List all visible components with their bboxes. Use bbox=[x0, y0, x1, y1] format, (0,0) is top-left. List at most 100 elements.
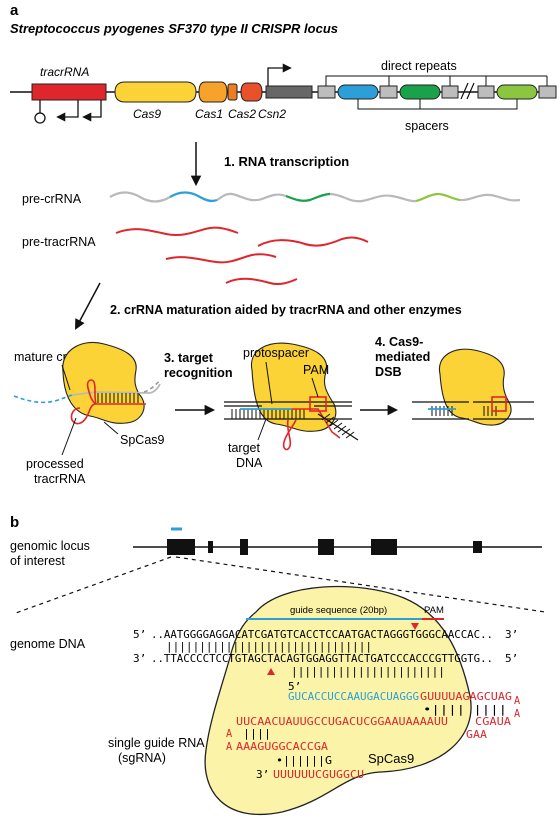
panel-a-letter: a bbox=[10, 2, 19, 19]
mature-crrna-pointer bbox=[61, 364, 71, 391]
stem1-pair-bars: |||| bbox=[243, 729, 271, 740]
sgrna-side-a-1: A bbox=[226, 729, 232, 740]
break-mark bbox=[466, 82, 475, 100]
sgrna-side-a-2: A bbox=[226, 742, 232, 753]
direct-repeat bbox=[379, 85, 398, 99]
promoter-arrow-icon bbox=[56, 100, 79, 122]
pre-crrna-spacer-lime bbox=[415, 192, 461, 203]
step4-label-3: DSB bbox=[375, 365, 402, 379]
zoom-line-left bbox=[12, 556, 172, 615]
processed-label-1: processed bbox=[26, 457, 84, 471]
direct-repeat bbox=[538, 85, 557, 99]
guide-sequence-label: guide sequence (20bp) bbox=[290, 605, 387, 616]
pre-crrna-repeat bbox=[459, 193, 521, 202]
processed-label-2: tracrRNA bbox=[34, 472, 86, 486]
csn2-label: Csn2 bbox=[258, 107, 286, 121]
direct-repeats-bracket bbox=[325, 75, 548, 86]
protospacer-label: protospacer bbox=[243, 346, 309, 360]
pre-tracrrna-strand bbox=[115, 226, 239, 237]
spacer-lime bbox=[496, 84, 538, 100]
genomic-locus-label-1: genomic locus bbox=[10, 539, 90, 553]
top-strand: ..AATGGGGAGGACATCGATGTCACCTCCAATGACTAGGG… bbox=[151, 630, 493, 641]
pam-highlight-dsb bbox=[491, 396, 507, 412]
genomic-locus-label-2: of interest bbox=[10, 554, 65, 568]
pre-tracrrna-strand bbox=[165, 253, 277, 264]
sgrna-gaa: GAA bbox=[466, 730, 487, 741]
spacer-green bbox=[399, 84, 441, 100]
pre-crrna-repeat bbox=[109, 191, 171, 203]
sgrna-3prime: 3’ bbox=[256, 768, 269, 781]
genome-dna-label: genome DNA bbox=[10, 637, 86, 651]
cas9-gene bbox=[114, 81, 197, 103]
direct-repeat bbox=[441, 85, 459, 99]
step2-arrow bbox=[75, 282, 101, 330]
exon bbox=[371, 539, 397, 555]
sgrna-guide-sequence: GUCACCUCCAAUGACUAGGG bbox=[288, 692, 419, 703]
sgrna-cgaua: CGAUA bbox=[475, 717, 511, 728]
bottom-strand-5prime: 5’ bbox=[505, 652, 518, 665]
cas9-protein bbox=[62, 342, 145, 424]
step3-label-2: recognition bbox=[164, 366, 233, 380]
cas1-gene bbox=[198, 81, 228, 103]
tracr-gene-label: tracrRNA bbox=[40, 65, 89, 79]
spacer-blue bbox=[337, 84, 379, 100]
pre-crrna-spacer-green bbox=[285, 192, 331, 202]
leader-sequence bbox=[265, 85, 313, 99]
cas9-label: Cas9 bbox=[133, 107, 161, 121]
stem2-pair-bars: •||||||G bbox=[276, 756, 332, 767]
spcas9-label-1: SpCas9 bbox=[120, 433, 165, 447]
pam-pointer bbox=[311, 377, 319, 398]
tracrrna-strand-target bbox=[282, 408, 341, 451]
exon bbox=[240, 539, 248, 555]
exon bbox=[318, 539, 334, 555]
crrna-scaffold-strand bbox=[317, 413, 359, 441]
break-mark bbox=[460, 82, 469, 100]
sgrna-line-3: AAAGUGGCACCGA bbox=[236, 742, 328, 753]
target-dna-label-1: target bbox=[228, 441, 260, 455]
promoter-arrow-icon bbox=[82, 100, 102, 122]
exon bbox=[473, 541, 482, 553]
pre-tracrrna-label: pre-tracrRNA bbox=[22, 235, 96, 249]
tracrrna-strand bbox=[70, 379, 146, 425]
pre-tracrrna-strand bbox=[225, 277, 298, 286]
cas2-gene bbox=[227, 83, 238, 101]
target-dna-pointer bbox=[257, 418, 267, 441]
sgrna-label-1: single guide RNA bbox=[108, 736, 205, 750]
spcas9-pointer-1 bbox=[103, 421, 119, 435]
panel-b-letter: b bbox=[10, 514, 19, 531]
csn2-gene bbox=[240, 82, 263, 102]
crispr-promoter-arrow-icon bbox=[267, 63, 292, 86]
duplex-pairing-bars: ||||||||||||||||||||||||||||||| bbox=[166, 642, 372, 653]
cut-site-marker-icon bbox=[267, 668, 275, 675]
direct-repeat bbox=[317, 85, 336, 99]
cut-site-marker-icon bbox=[411, 623, 419, 630]
step1-label: 1. RNA transcription bbox=[224, 154, 349, 169]
step2-label: 2. crRNA maturation aided by tracrRNA an… bbox=[110, 303, 462, 317]
cas2-label: Cas2 bbox=[228, 107, 256, 121]
direct-repeats-label: direct repeats bbox=[381, 59, 457, 73]
spacers-label: spacers bbox=[405, 119, 449, 133]
step4-label-1: 4. Cas9- bbox=[375, 335, 423, 349]
panel-a-title: Streptococcus pyogenes SF370 type II CRI… bbox=[10, 21, 338, 36]
step4-label-2: mediated bbox=[375, 350, 430, 364]
pre-crrna-label: pre-crRNA bbox=[22, 192, 82, 206]
top-strand-3prime: 3’ bbox=[505, 628, 518, 641]
sgrna-loop-a-2: A bbox=[514, 709, 520, 720]
guide-pairing-bars: ||||||||||||||||||||||| bbox=[291, 667, 445, 678]
target-dna-label-2: DNA bbox=[236, 456, 263, 470]
pre-crrna-repeat bbox=[216, 192, 287, 202]
direct-repeat bbox=[477, 85, 495, 99]
zoom-line-right bbox=[175, 556, 546, 613]
pre-tracrrna-strand bbox=[257, 236, 369, 247]
pam-label-b: PAM bbox=[424, 605, 444, 616]
terminator-icon bbox=[34, 112, 46, 124]
spcas9-label-2: SpCas9 bbox=[368, 751, 414, 766]
crrna-blue-tail bbox=[13, 394, 73, 404]
sgrna-loop-a-1: A bbox=[514, 696, 520, 707]
pre-crrna-spacer-blue bbox=[169, 191, 218, 203]
cas9-protein-dsb bbox=[438, 348, 512, 426]
scaffold-pair-bars: •|||| |||| bbox=[423, 705, 507, 716]
spcas9-protein-blob bbox=[204, 585, 472, 816]
protospacer-pointer bbox=[265, 361, 273, 405]
